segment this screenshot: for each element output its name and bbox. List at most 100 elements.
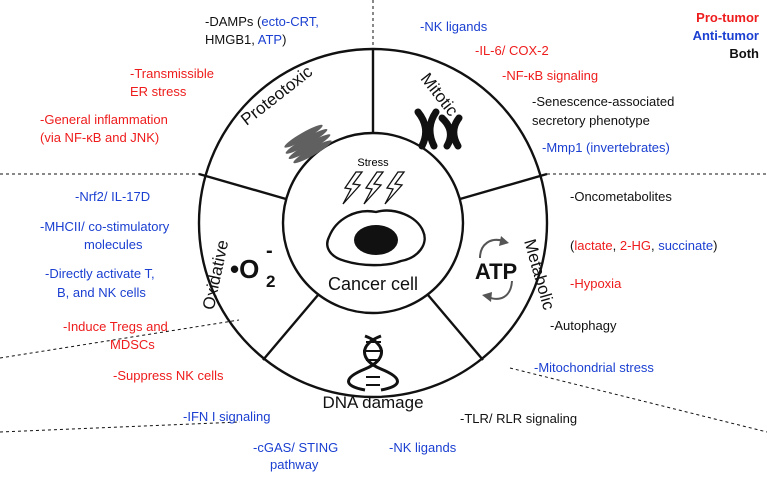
annotation-line: -Nrf2/ IL-17D — [75, 189, 150, 204]
annotation-segment: MDSCs — [110, 337, 155, 352]
annotations-dna-damage: -IFN I signaling -TLR/ RLR signaling -cGAS… — [183, 409, 577, 472]
annotation-segment: , — [651, 238, 658, 253]
annotation-line: -Induce Tregs and — [63, 319, 168, 334]
annotation-segment: secretory phenotype — [532, 113, 650, 128]
divider-bottom-right — [509, 367, 767, 433]
annotation-segment: -TLR/ RLR signaling — [460, 411, 577, 426]
lightning-bolt-icon — [342, 171, 364, 205]
annotation-line: -NF-κB signaling — [502, 68, 598, 83]
annotations-oxidative: -Nrf2/ IL-17D-MHCII/ co-stimulatorymolec… — [40, 189, 224, 383]
annotation-segment: ) — [713, 238, 717, 253]
lightning-bolt-icon — [384, 171, 406, 205]
endoplasmic-reticulum-icon — [284, 124, 332, 164]
annotation-segment: -Autophagy — [550, 318, 617, 333]
annotation-segment: HMGB1, — [205, 32, 258, 47]
stress-label: Stress — [357, 157, 389, 169]
annotation-line: -MHCII/ co-stimulatory — [40, 219, 170, 234]
annotation-segment: ) — [282, 32, 286, 47]
annotation-line: -NK ligands — [420, 19, 488, 34]
annotation-segment: -NF-κB signaling — [502, 68, 598, 83]
spoke-lower-left — [262, 294, 319, 361]
atp-cycle-icon: ATP — [475, 236, 517, 302]
lightning-bolt-icon — [363, 171, 385, 205]
annotation-segment: -DAMPs ( — [205, 14, 262, 29]
superoxide-base: •O — [230, 254, 259, 284]
annotation-segment: -Transmissible — [130, 66, 214, 81]
divider-bottom-left-low — [0, 421, 241, 433]
annotation-line: -Hypoxia — [570, 276, 622, 291]
annotation-segment: ER stress — [130, 84, 187, 99]
annotation-segment: -Suppress NK cells — [113, 368, 224, 383]
annotation-segment: (via NF-κB and JNK) — [40, 130, 159, 145]
annotation-line: secretory phenotype — [532, 113, 650, 128]
annotation-line: -Transmissible — [130, 66, 214, 81]
annotation-segment: , — [613, 238, 620, 253]
annotation-segment: ATP — [258, 32, 282, 47]
annotation-segment: -Hypoxia — [570, 276, 622, 291]
sector-label-metabolic: Metabolic — [520, 237, 558, 313]
spoke-right — [459, 172, 548, 201]
annotation-line: (via NF-κB and JNK) — [40, 130, 159, 145]
wheel — [197, 47, 549, 399]
annotation-line: B, and NK cells — [57, 285, 146, 300]
annotation-segment: succinate — [658, 238, 713, 253]
annotation-line: -Senescence-associated — [532, 94, 674, 109]
cancer-cell-label: Cancer cell — [328, 274, 418, 294]
annotation-segment: -Directly activate T, — [45, 266, 155, 281]
spoke-lower-right — [427, 294, 484, 361]
annotation-segment: lactate — [574, 238, 612, 253]
annotation-line: -NK ligands — [389, 440, 457, 455]
annotation-segment: -cGAS/ STING — [253, 440, 338, 455]
annotation-segment: -IL-6/ COX-2 — [475, 43, 549, 58]
annotation-segment: -NK ligands — [420, 19, 488, 34]
annotation-line: -Mitochondrial stress — [534, 360, 654, 375]
sector-label-mitotic: Mitotic — [417, 69, 463, 120]
legend-both: Both — [729, 46, 759, 61]
superoxide-symbol: •O 2 - — [230, 240, 275, 291]
region-dividers — [0, 0, 767, 433]
annotation-segment: -IFN I signaling — [183, 409, 270, 424]
annotation-segment: 2-HG — [620, 238, 651, 253]
annotation-line: -Oncometabolites — [570, 189, 672, 204]
annotation-segment: -Oncometabolites — [570, 189, 672, 204]
cycle-arrow-bottom-head — [482, 292, 492, 302]
divider-bottom-left — [0, 319, 240, 359]
annotations-mitotic: -NK ligands -IL-6/ COX-2 -NF-κB signaling -… — [420, 19, 674, 155]
annotation-segment: -Mmp1 (invertebrates) — [542, 140, 670, 155]
annotation-segment: -MHCII/ co-stimulatory — [40, 219, 170, 234]
annotation-segment: ecto-CRT, — [261, 14, 319, 29]
annotation-segment: -General inflammation — [40, 112, 168, 127]
annotation-line: -Autophagy — [550, 318, 617, 333]
superoxide-subscript: 2 — [266, 272, 275, 291]
annotation-line: -TLR/ RLR signaling — [460, 411, 577, 426]
annotation-line: -General inflammation — [40, 112, 168, 127]
annotation-segment: -Senescence-associated — [532, 94, 674, 109]
annotation-segment: -Nrf2/ IL-17D — [75, 189, 150, 204]
sector-label-dna-damage: DNA damage — [322, 393, 423, 412]
annotation-segment: B, and NK cells — [57, 285, 146, 300]
annotation-segment: ( — [570, 238, 575, 253]
cycle-arrow-top — [479, 239, 504, 259]
annotation-segment: -NK ligands — [389, 440, 457, 455]
annotation-line: -Directly activate T, — [45, 266, 155, 281]
annotation-line: pathway — [270, 457, 319, 472]
annotation-line: HMGB1, ATP) — [205, 32, 286, 47]
annotation-line: -IFN I signaling — [183, 409, 270, 424]
annotation-line: -DAMPs (ecto-CRT, — [205, 14, 319, 29]
annotation-line: -Mmp1 (invertebrates) — [542, 140, 670, 155]
superoxide-superscript: - — [266, 240, 273, 262]
annotations-proteotoxic: -DAMPs (ecto-CRT,HMGB1, ATP)-Transmissib… — [40, 14, 319, 145]
annotation-line: ER stress — [130, 84, 187, 99]
spoke-left — [198, 172, 287, 201]
cell-nucleus — [354, 225, 398, 255]
annotation-segment: -Mitochondrial stress — [534, 360, 654, 375]
chromosomes-icon — [414, 108, 463, 150]
sector-label-oxidative: Oxidative — [199, 238, 232, 311]
legend-anti-tumor: Anti-tumor — [693, 28, 759, 43]
annotation-line: -cGAS/ STING — [253, 440, 338, 455]
lightning-bolt-icons — [342, 171, 406, 205]
sector-label-proteotoxic: Proteotoxic — [237, 62, 316, 130]
dna-helix-icon — [347, 334, 399, 392]
legend-pro-tumor: Pro-tumor — [696, 10, 759, 25]
